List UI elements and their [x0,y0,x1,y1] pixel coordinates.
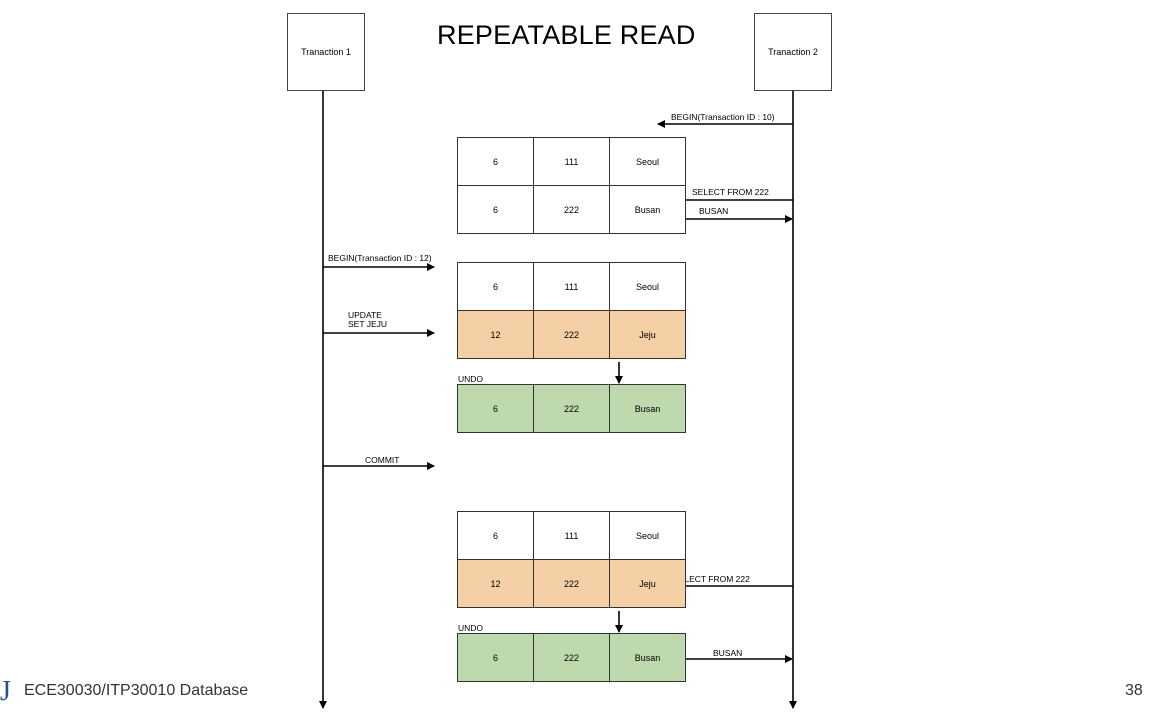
key-cell: 111 [533,137,610,186]
transaction-1-label: Tranaction 1 [301,47,351,57]
key-cell: 222 [533,310,610,359]
undo-table-1: 6 222 Busan [457,384,686,433]
value-cell: Busan [609,384,686,433]
value-cell: Seoul [609,137,686,186]
txn-id-cell: 12 [457,310,534,359]
undo-row: 6 222 Busan [457,633,686,682]
t2-begin-label: BEGIN(Transaction ID : 10) [671,112,775,122]
table-row: 6 111 Seoul [457,137,686,186]
txn-id-cell: 6 [457,511,534,560]
modified-row: 12 222 Jeju [457,310,686,359]
txn-id-cell: 6 [457,384,534,433]
t1-update-label-line1: UPDATE [348,310,382,320]
t2-select-2-label: SELECT FROM 222 [673,574,750,584]
txn-id-cell: 6 [457,185,534,234]
table-row: 6 222 Busan [457,185,686,234]
t2-result-2-label: BUSAN [713,648,743,658]
undo-label-2: UNDO [458,623,484,633]
key-cell: 111 [533,262,610,311]
value-cell: Jeju [609,559,686,608]
txn-id-cell: 6 [457,262,534,311]
key-cell: 222 [533,559,610,608]
course-footer: ECE30030/ITP30010 Database [24,682,249,699]
key-cell: 222 [533,185,610,234]
table-row: 6 111 Seoul [457,262,686,311]
modified-row: 12 222 Jeju [457,559,686,608]
key-cell: 111 [533,511,610,560]
initial-table: 6 111 Seoul 6 222 Busan [457,137,686,234]
page-number: 38 [1125,682,1143,699]
value-cell: Jeju [609,310,686,359]
t1-begin-label: BEGIN(Transaction ID : 12) [328,253,432,263]
txn-id-cell: 6 [457,137,534,186]
diagram-title: REPEATABLE READ [437,20,696,50]
key-cell: 222 [533,633,610,682]
undo-label-1: UNDO [458,374,484,384]
transaction-2-box: Tranaction 2 [754,13,832,91]
after-commit-table: 6 111 Seoul 12 222 Jeju [457,511,686,608]
table-row: 6 111 Seoul [457,511,686,560]
value-cell: Busan [609,185,686,234]
value-cell: Seoul [609,262,686,311]
t1-commit-label: COMMIT [365,455,400,465]
university-logo-icon: J [0,676,11,707]
after-update-table: 6 111 Seoul 12 222 Jeju [457,262,686,359]
value-cell: Seoul [609,511,686,560]
key-cell: 222 [533,384,610,433]
undo-row: 6 222 Busan [457,384,686,433]
transaction-1-box: Tranaction 1 [287,13,365,91]
txn-id-cell: 6 [457,633,534,682]
undo-table-2: 6 222 Busan [457,633,686,682]
t1-update-label-line2: SET JEJU [348,319,388,329]
transaction-2-label: Tranaction 2 [768,47,818,57]
t2-result-1-label: BUSAN [699,206,729,216]
txn-id-cell: 12 [457,559,534,608]
t2-select-1-label: SELECT FROM 222 [692,187,769,197]
value-cell: Busan [609,633,686,682]
